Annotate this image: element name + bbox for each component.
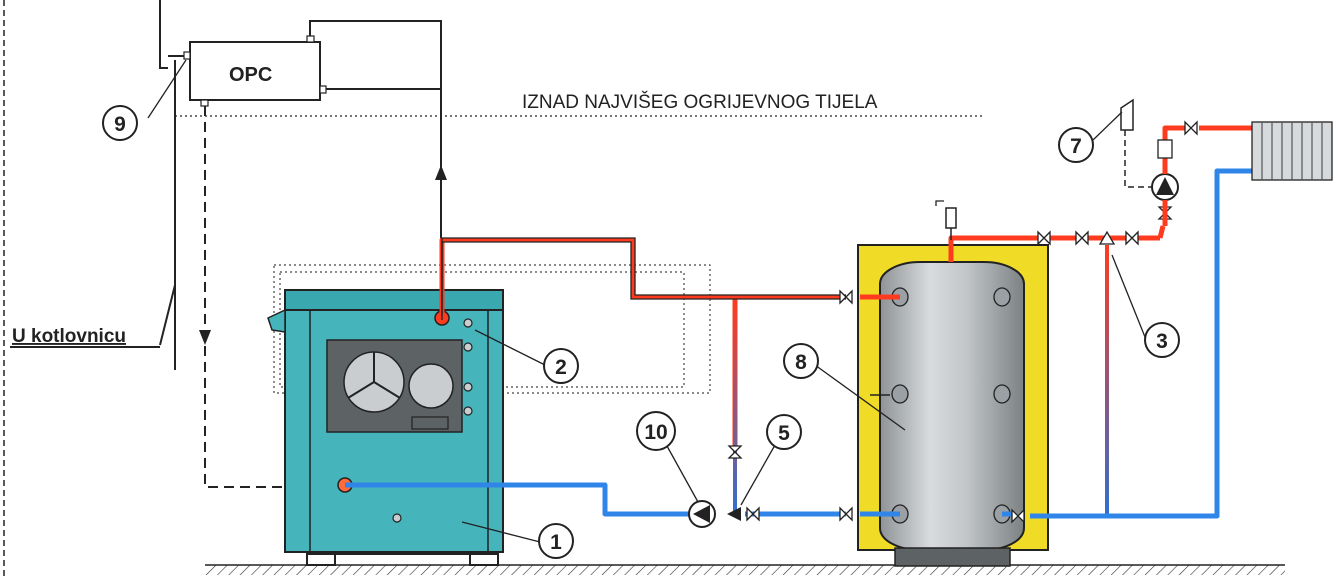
- flow-arrow-icon: [435, 165, 447, 180]
- opc-connection-lines: [168, 20, 442, 180]
- three-way-valve-icon: [1098, 230, 1116, 245]
- svg-text:5: 5: [778, 422, 790, 445]
- buffer-tank: [857, 244, 1049, 567]
- cold-water-pipes: [345, 168, 1252, 519]
- flow-meter-icon: [1157, 139, 1173, 159]
- sensor-arrow-icon: [199, 330, 211, 345]
- svg-text:1: 1: [550, 531, 562, 554]
- air-vent-icon: [935, 200, 957, 240]
- boiler-room-label: U kotlovnicu: [12, 326, 126, 347]
- svg-text:9: 9: [114, 113, 126, 136]
- floor: [205, 564, 1285, 575]
- svg-text:2: 2: [555, 356, 567, 379]
- boiler: [267, 289, 504, 566]
- above-heater-label: IZNAD NAJVIŠEG OGRIJEVNOG TIJELA: [522, 91, 878, 113]
- svg-text:10: 10: [644, 421, 667, 444]
- callout-1: 1: [538, 523, 574, 559]
- svg-text:7: 7: [1070, 135, 1082, 158]
- radiator-icon: [1251, 121, 1333, 181]
- callout-10: 10: [636, 411, 676, 451]
- controller-7-dashed-line: [1124, 130, 1152, 188]
- svg-text:3: 3: [1156, 330, 1168, 353]
- riser-tank: [1105, 245, 1109, 517]
- check-valve-icon: [727, 507, 741, 521]
- controller-7-icon: [1120, 98, 1134, 131]
- callout-7: 7: [1058, 127, 1094, 163]
- opc-box: [183, 35, 327, 107]
- callout-3: 3: [1144, 322, 1180, 358]
- callout-8: 8: [783, 343, 819, 379]
- riser-boiler: [733, 300, 737, 515]
- opc-label: OPC: [229, 64, 272, 86]
- hot-water-pipes: [439, 125, 1252, 450]
- valve-icon: [699, 120, 1198, 524]
- pump-icon: [688, 173, 1179, 528]
- svg-text:8: 8: [795, 351, 807, 374]
- callout-5: 5: [766, 414, 802, 450]
- chimney-pipes: [159, 0, 176, 370]
- callout-leaders: [147, 59, 1148, 543]
- callout-9: 9: [102, 105, 138, 141]
- callout-2: 2: [543, 348, 579, 384]
